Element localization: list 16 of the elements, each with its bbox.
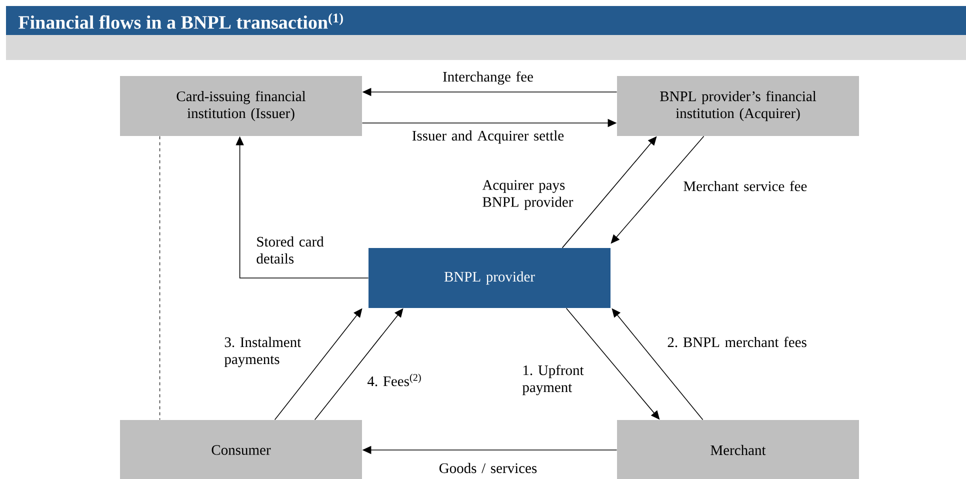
process-box: Merchant [617, 420, 859, 479]
title-bar: Financial flows in a BNPL transaction$^{(1)}$ [6, 6, 966, 35]
edge-label: Merchant service fee [684, 180, 807, 192]
edge-label: 4. Fees$^{(2)}$ [368, 374, 421, 386]
process-box: BNPL provider [368, 248, 610, 308]
process-box: Consumer [120, 420, 362, 479]
edge-label: 2. BNPL merchant fees [668, 336, 806, 348]
edge-label: Goods / services [439, 462, 537, 474]
edge-label: 3. Instalment payments [224, 336, 302, 368]
process-box: Card-issuing financial institution (Issuer) [120, 76, 362, 136]
edge-label: Acquirer pays BNPL provider [482, 180, 574, 210]
edge-label: Interchange fee [443, 71, 533, 85]
edge-label: Stored card details [256, 236, 324, 264]
edge-label: 1. Upfront payment [522, 364, 584, 396]
process-box: BNPL provider’s financial institution (Acquirer) [617, 76, 859, 136]
edge-label: Issuer and Acquirer settle [412, 130, 564, 144]
